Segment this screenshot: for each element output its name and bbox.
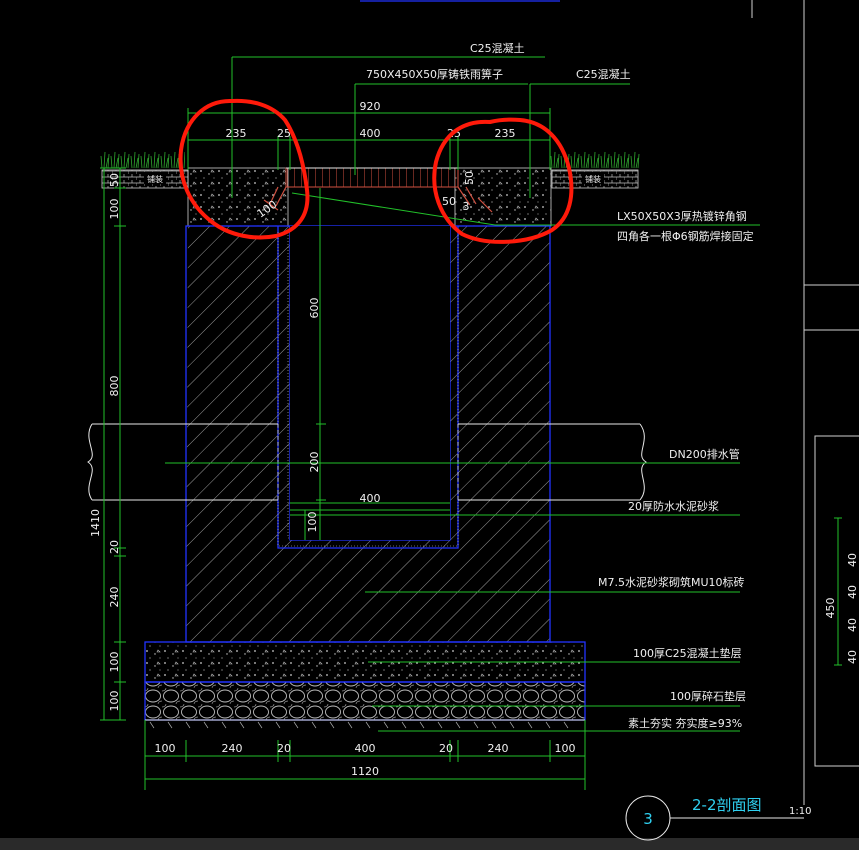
dimension-texts: 920 235 25 400 25 235 400 100 240 20 400… (89, 100, 576, 778)
drawing-scale: 1:10 (789, 806, 811, 817)
dim-left-total: 1410 (89, 509, 102, 537)
label-masonry: M7.5水泥砂浆砌筑MU10标砖 (598, 575, 745, 589)
title-block: 3 2-2剖面图 1:10 (625, 795, 811, 841)
dim-top-right: 235 (495, 127, 516, 140)
dim-inner-width: 400 (360, 492, 381, 505)
dim-inner-200: 200 (308, 452, 321, 473)
dim-left-240: 240 (108, 587, 121, 608)
label-paving-right: 铺装 (585, 174, 601, 184)
dim-bottom-1: 100 (155, 742, 176, 755)
dimension-lines (100, 56, 760, 790)
dim-left-800: 800 (108, 376, 121, 397)
dim-seat-50: 50 (442, 195, 456, 208)
dim-right-40b: 40 (846, 585, 859, 599)
label-c25-top: C25混凝土 (470, 41, 525, 55)
drawing-title: 2-2剖面图 (692, 796, 762, 814)
dim-bottom-6: 240 (488, 742, 509, 755)
dim-left-20: 20 (108, 540, 121, 554)
dim-bottom-5: 20 (439, 742, 453, 755)
dim-left-50: 50 (108, 173, 121, 187)
label-gravel: 100厚碎石垫层 (670, 689, 746, 703)
dim-right-total: 450 (824, 598, 837, 619)
label-angle-fix: 四角各一根Φ6钢筋焊接固定 (617, 229, 754, 243)
drawing-index: 3 (643, 810, 653, 828)
dim-seat-3: 3 (463, 200, 470, 213)
right-dimension-group: 450 40 40 40 40 (824, 517, 859, 666)
label-concrete-base: 100厚C25混凝土垫层 (633, 646, 742, 660)
drain-pipe (87, 423, 647, 501)
cast-iron-grate (285, 167, 459, 188)
dim-right-40c: 40 (846, 618, 859, 632)
ground-surface: 铺装 铺装 (100, 145, 640, 189)
dim-seat-50-v: 50 (463, 171, 476, 185)
gravel-layer (144, 681, 586, 721)
dim-bottom-3: 20 (277, 742, 291, 755)
label-angle-steel: LX50X50X3厚热镀锌角钢 (617, 209, 747, 223)
label-paving-left: 铺装 (147, 174, 163, 184)
dim-top-left-gap: 25 (277, 127, 291, 140)
label-pipe: DN200排水管 (669, 447, 740, 461)
dim-right-40d: 40 (846, 650, 859, 664)
annotation-labels: C25混凝土 750X450X50厚铸铁雨箅子 C25混凝土 LX50X50X3… (366, 41, 754, 730)
label-soil: 素土夯实 夯实度≥93% (628, 716, 742, 730)
dim-left-100-a: 100 (108, 652, 121, 673)
dim-bottom-4: 400 (355, 742, 376, 755)
dim-left-100-top: 100 (108, 199, 121, 220)
dim-left-100-b: 100 (108, 691, 121, 712)
angle-steel (263, 186, 493, 213)
label-c25-right: C25混凝土 (576, 67, 631, 81)
masonry-walls (185, 225, 551, 643)
dim-bottom-total: 1120 (351, 765, 379, 778)
compacted-soil (145, 719, 585, 729)
label-plaster: 20厚防水水泥砂浆 (628, 499, 719, 513)
dim-top-left: 235 (226, 127, 247, 140)
dim-inner-600: 600 (308, 298, 321, 319)
dim-bottom-2: 240 (222, 742, 243, 755)
dim-top-overall: 920 (360, 100, 381, 113)
dim-inner-100: 100 (306, 512, 319, 533)
dim-top-mid: 400 (360, 127, 381, 140)
red-markup-circles (178, 98, 574, 244)
dim-bottom-7: 100 (555, 742, 576, 755)
dim-right-40a: 40 (846, 553, 859, 567)
label-grate: 750X450X50厚铸铁雨箅子 (366, 67, 503, 81)
